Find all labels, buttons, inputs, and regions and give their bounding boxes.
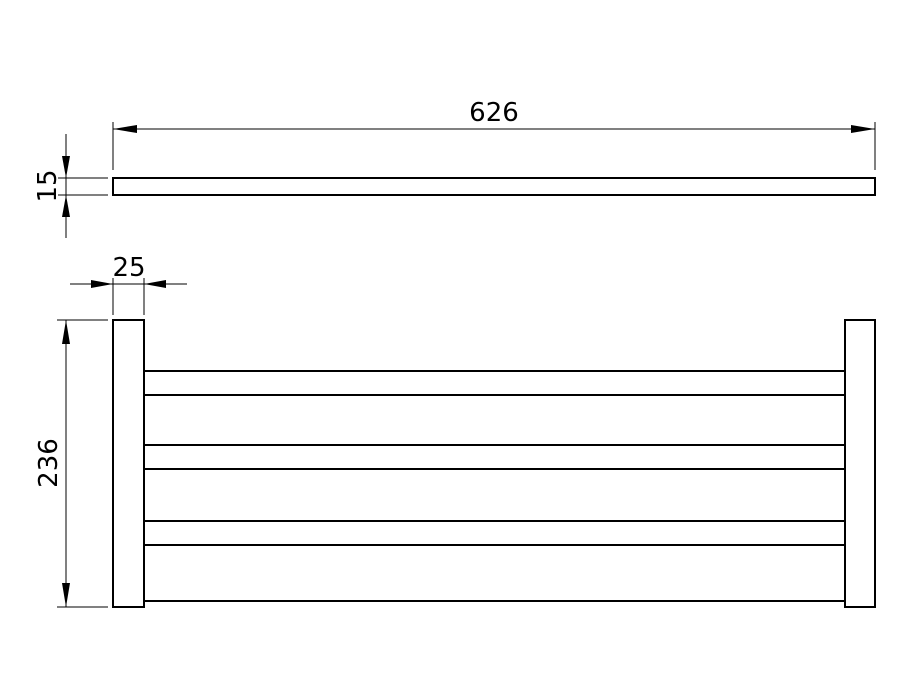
arrow-up-icon	[62, 320, 70, 344]
shelf-profile	[112, 177, 876, 196]
top-view	[112, 177, 876, 196]
dimension-width: 626	[112, 98, 876, 170]
dimension-bracket-width: 25	[70, 253, 187, 315]
arrow-down-icon	[62, 583, 70, 607]
dimension-thickness: 15	[33, 134, 108, 238]
bracket-right	[844, 319, 876, 608]
dimension-depth: 236	[34, 319, 108, 608]
bracket-left	[112, 319, 145, 608]
arrow-left-icon	[113, 125, 137, 133]
dimension-label-thickness: 15	[33, 169, 63, 202]
dimension-label-bracket: 25	[112, 253, 145, 283]
front-view	[112, 319, 876, 608]
arrow-up-icon	[62, 195, 70, 217]
arrow-right-icon	[91, 280, 113, 288]
rail-2	[143, 444, 846, 470]
arrow-right-icon	[851, 125, 875, 133]
arrow-down-icon	[62, 156, 70, 178]
dimension-label-depth: 236	[34, 438, 64, 488]
dimension-label-width: 626	[469, 98, 519, 128]
rail-1	[143, 370, 846, 396]
arrow-left-icon	[144, 280, 166, 288]
rail-3	[143, 520, 846, 546]
